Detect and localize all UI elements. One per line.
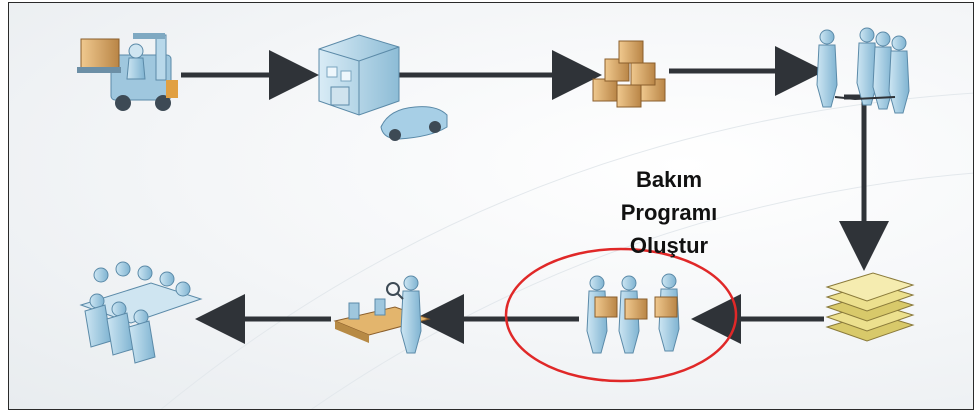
highlight-ellipse <box>504 247 738 383</box>
diagram-svg <box>77 27 973 409</box>
document-stack-icon <box>825 272 915 342</box>
inspector-conveyor-icon <box>333 275 431 354</box>
workers-carrying-boxes-icon <box>586 273 680 354</box>
boxes-icon <box>592 40 666 108</box>
forklift-icon <box>77 33 178 111</box>
meeting-table-icon <box>79 261 203 364</box>
factory-icon <box>318 34 448 141</box>
background-decoration <box>160 92 973 409</box>
people-group-icon <box>816 27 910 114</box>
flow-arrows <box>181 46 889 344</box>
process-step-label: Bakım Programı Oluştur <box>620 167 718 258</box>
diagram-canvas: Bakım Programı Oluştur <box>8 2 974 410</box>
arrow-team-to-documents <box>839 94 889 271</box>
